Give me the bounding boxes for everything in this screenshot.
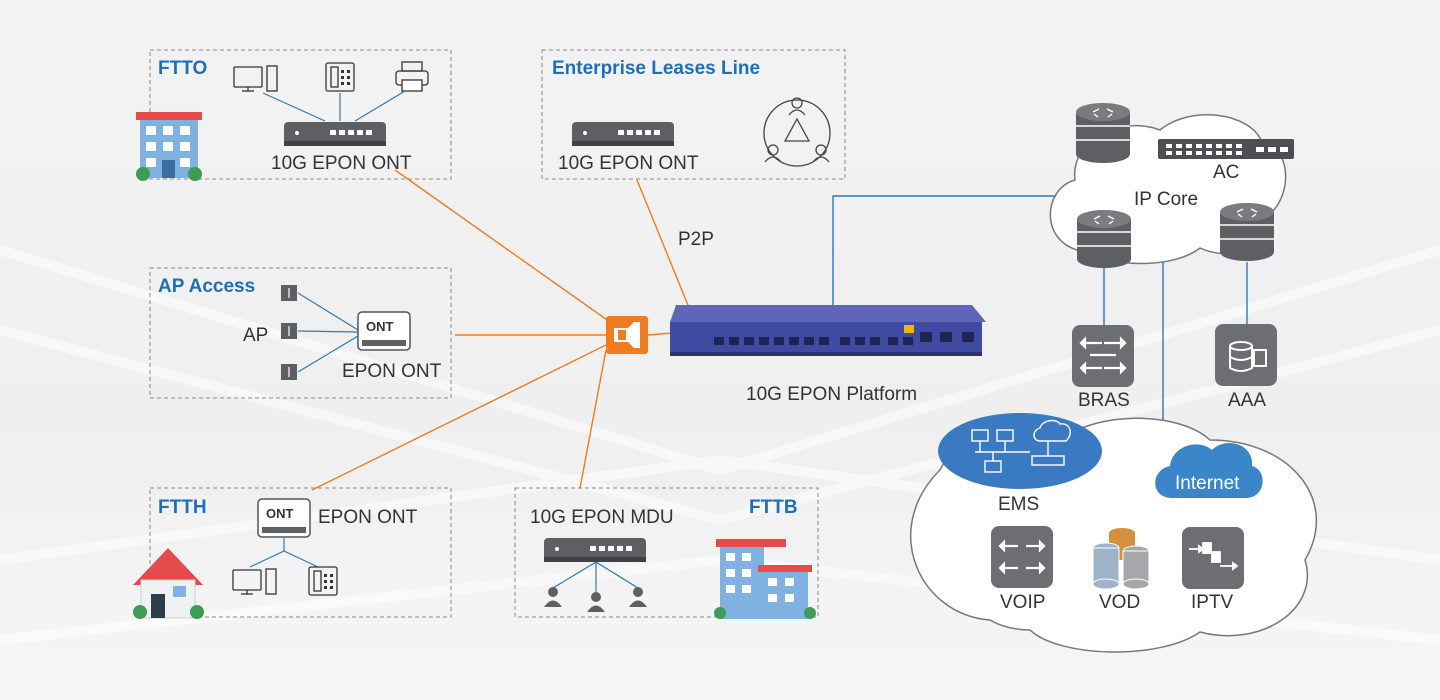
network-links [832,195,1248,432]
ont-badge: ONT [366,319,394,334]
bras-icon [1072,325,1134,387]
ftth-wires [249,538,319,568]
computer-icon [232,568,277,595]
enterprise-section: Enterprise Leases Line 10G EPON ONT [541,49,846,180]
vod-label: VOD [1099,592,1140,613]
enterprise-title: Enterprise Leases Line [552,58,760,79]
ems-label: EMS [998,494,1039,515]
p2p-label: P2P [678,229,714,250]
building-icon [714,539,816,619]
ont-device-icon: ONT [357,311,411,351]
ac-label: AC [1213,162,1239,183]
ap-access-section: AP Access AP ONT EPON ONT [149,267,452,399]
ont-badge: ONT [266,506,294,521]
ac-switch-icon [1158,139,1294,159]
fttb-section: 10G EPON MDU FTTB [514,487,819,619]
olt-platform-device [670,305,986,356]
user-icons [544,587,647,612]
enterprise-device-label: 10G EPON ONT [558,153,699,174]
ftth-device-label: EPON ONT [318,507,418,528]
aaa-label: AAA [1228,390,1266,411]
ftth-box [149,487,452,618]
voip-icon [991,526,1053,588]
phone-icon [308,566,338,596]
user-icon [633,587,643,597]
phone-icon [325,62,355,92]
aaa-icon [1215,324,1277,386]
ont-device-icon: ONT [257,498,311,538]
fttb-box [514,487,819,618]
internet-cloud [1155,443,1263,498]
ap-access-title: AP Access [158,276,255,297]
building-icon [136,112,202,181]
ap-wires [297,292,359,373]
router-icon [1220,203,1274,261]
splitter-icon [606,316,648,354]
ems-cloud [938,413,1102,489]
ap-icons [281,285,297,380]
ftto-section: FTTO [136,49,452,181]
ap-access-box [149,267,452,399]
fttb-wires [552,561,639,592]
fttb-device-label: 10G EPON MDU [530,507,674,528]
bras-label: BRAS [1078,390,1130,411]
fiber-lines [311,169,693,491]
ftto-wires [262,90,406,122]
ont-device-icon [572,122,674,146]
voip-label: VOIP [1000,592,1045,613]
internet-label: Internet [1175,473,1240,494]
user-icon [548,587,558,597]
user-icon [591,592,601,602]
ip-core-label: IP Core [1134,189,1198,210]
ftth-title: FTTH [158,497,207,518]
enterprise-box [541,49,846,180]
ap-label: AP [243,325,268,346]
users-group-icon [763,97,831,167]
router-icon [1077,210,1131,268]
iptv-label: IPTV [1191,592,1234,613]
ont-device-icon [284,122,386,146]
ftto-title: FTTO [158,58,207,79]
printer-icon [395,61,429,92]
platform-label: 10G EPON Platform [746,384,917,405]
ftth-section: FTTH ONT EPON ONT [133,487,452,619]
router-icon [1076,103,1130,163]
house-icon [133,548,204,619]
mdu-device-icon [544,538,646,562]
vod-icon [1092,528,1150,590]
ftto-device-label: 10G EPON ONT [271,153,412,174]
ap-access-device-label: EPON ONT [342,361,442,382]
fttb-title: FTTB [749,497,798,518]
iptv-icon [1182,527,1244,589]
ftto-box [149,49,452,180]
computer-icon [233,65,278,92]
